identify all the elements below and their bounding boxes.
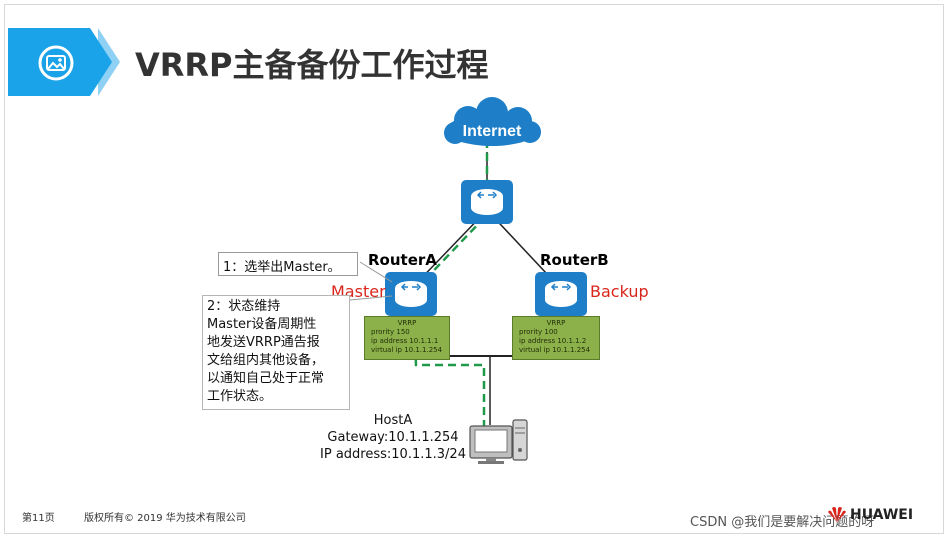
slide-frame [4,4,944,534]
copyright: 版权所有© 2019 华为技术有限公司 [84,513,246,524]
routerB-name: RouterB [540,251,609,269]
title-banner [8,28,90,96]
callout-step2-line: 2：状态维持 [207,299,281,314]
callout-step1: 1：选举出Master。 [218,252,358,276]
page-title: VRRP主备备份工作过程 [135,46,489,84]
huawei-brand: HUAWEI [850,507,914,523]
routerB-role: Backup [590,282,649,301]
routerA-vip: virtual ip 10.1.1.254 [371,346,443,354]
host-computer-icon [469,419,528,464]
title-chevron [90,28,112,96]
routerA-ip: ip address 10.1.1.1 [371,337,439,345]
routerB-priority: prority 100 [519,328,558,336]
image-icon [38,45,74,81]
callout-step2-line: 工作状态。 [207,389,273,404]
host-gateway: Gateway:10.1.1.254 [327,430,459,445]
routerB-config-heading: VRRP [546,319,566,327]
internet-label: Internet [463,123,522,140]
routerB-ip: ip address 10.1.1.2 [519,337,587,345]
routerB-icon [535,272,587,316]
routerA-name: RouterA [368,251,437,269]
page-number: 第11页 [22,513,55,524]
routerB-vip: virtual ip 10.1.1.254 [519,346,591,354]
callout-step1-text: 1：选举出Master。 [223,260,341,275]
host-name: HostA [373,413,413,428]
callout-step2-line: Master设备周期性 [207,317,317,332]
callout-step2-line: 以通知自己处于正常 [207,371,325,386]
callout1-pointer [359,261,393,283]
routerA-vrrp-config: VRRP prority 150 ip address 10.1.1.1 vir… [364,316,450,360]
internet-cloud-icon [444,97,541,146]
host-label: HostA Gateway:10.1.1.254 IP address:10.1… [318,412,468,463]
routerA-priority: prority 150 [371,328,410,336]
routerB-vrrp-config: VRRP prority 100 ip address 10.1.1.2 vir… [512,316,600,360]
host-ip: IP address:10.1.1.3/24 [320,447,466,462]
callout-step2: 2：状态维持 Master设备周期性 地发送VRRP通告报 文给组内其他设备， … [202,295,350,410]
huawei-logo-icon [828,507,846,522]
callout-step2-line: 文给组内其他设备， [207,353,325,368]
routerA-config-heading: VRRP [397,319,417,327]
routerA-icon [385,272,437,316]
callout-step2-line: 地发送VRRP通告报 [207,335,320,350]
callout2-pointer [349,295,393,301]
watermark: CSDN @我们是要解决问题的呀 [690,515,875,530]
core-router-icon [461,180,513,224]
